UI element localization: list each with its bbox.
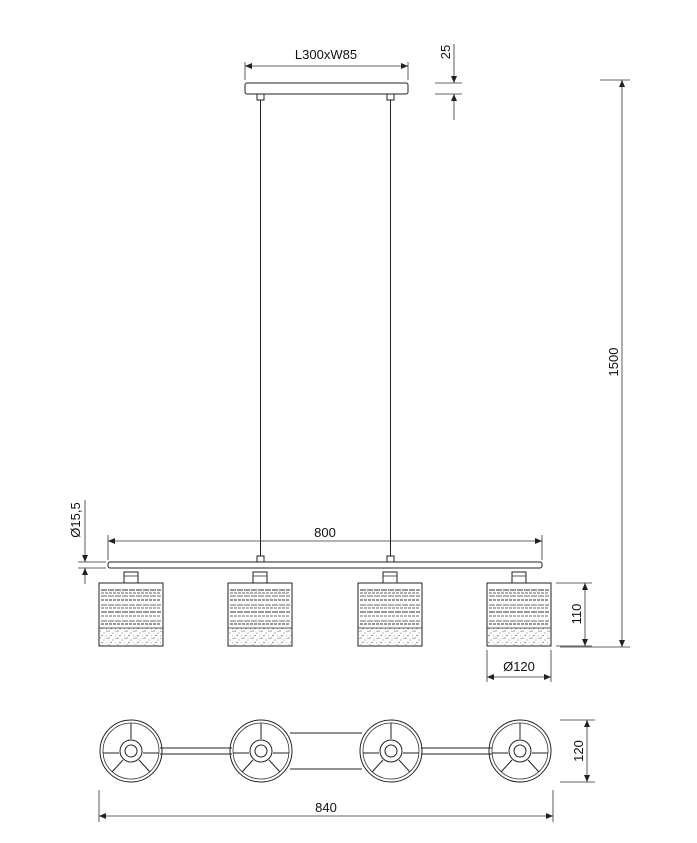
top-view-length-dimension: 840 <box>98 790 554 822</box>
shade <box>486 571 552 647</box>
canopy-height-dimension: 25 <box>435 44 462 120</box>
lamp-bar <box>107 555 543 569</box>
shade <box>98 571 164 647</box>
canopy <box>244 82 409 101</box>
bar-diameter-label: Ø15,5 <box>68 502 83 537</box>
shade-top <box>229 719 293 783</box>
canopy-size-dimension: L300xW85 <box>244 47 409 80</box>
shade-diameter-label: Ø120 <box>503 659 535 674</box>
top-view-length-label: 840 <box>315 800 337 815</box>
total-height-label: 1500 <box>606 348 621 377</box>
shade-height-label: 110 <box>569 604 584 625</box>
canopy-size-label: L300xW85 <box>295 47 357 62</box>
top-view-shades <box>99 719 552 783</box>
top-view-depth-dimension: 120 <box>560 719 595 783</box>
shades-front-view <box>98 571 552 647</box>
shade-top <box>488 719 552 783</box>
bar-length-dimension: 800 <box>107 525 543 560</box>
shade-top <box>359 719 423 783</box>
canopy-height-label: 25 <box>438 45 453 59</box>
top-view-depth-label: 120 <box>571 740 586 762</box>
suspension-cables <box>260 100 391 556</box>
bar-diameter-dimension: Ø15,5 <box>68 500 106 584</box>
bar-length-label: 800 <box>314 525 336 540</box>
top-view-bars <box>160 732 492 770</box>
top-view <box>99 719 552 783</box>
shade-diameter-dimension: Ø120 <box>486 650 552 682</box>
shade <box>227 571 293 647</box>
shade-top <box>99 719 163 783</box>
total-height-dimension: 1500 <box>560 79 630 648</box>
shade-height-dimension: 110 <box>556 582 592 647</box>
shade <box>357 571 423 647</box>
